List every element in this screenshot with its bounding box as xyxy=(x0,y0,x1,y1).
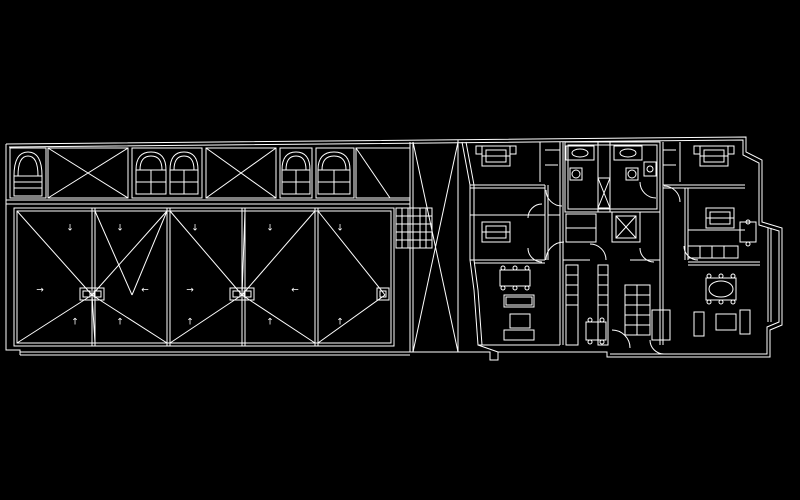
slope-arrow-icon: → xyxy=(36,286,44,296)
middle-passage xyxy=(396,140,458,352)
building-outline xyxy=(6,137,782,360)
slope-arrow-icon: ↓ xyxy=(336,224,344,234)
slope-arrow-icon: ↓ xyxy=(66,224,74,234)
slope-arrow-icon: → xyxy=(186,286,194,296)
slope-arrow-icon: ↑ xyxy=(116,318,124,328)
slope-arrow-icon: ↓ xyxy=(191,224,199,234)
floor-plan: ↓ ↓ ↓ ↓ ↓ → ← → ← ↑ ↑ ↑ ↑ ↑ xyxy=(6,137,782,360)
roof-terrace-section xyxy=(6,148,410,346)
slope-arrow-icon: ↑ xyxy=(266,318,274,328)
slope-arrow-icon: ↑ xyxy=(71,318,79,328)
slope-arrow-icon: ↓ xyxy=(266,224,274,234)
slope-arrow-icon: ↑ xyxy=(336,318,344,328)
slope-arrow-icon: ← xyxy=(141,286,149,296)
slope-arrow-icon: ↓ xyxy=(116,224,124,234)
slope-arrow-icon: ↑ xyxy=(186,318,194,328)
roof-slope-arrows: ↓ ↓ ↓ ↓ ↓ → ← → ← ↑ ↑ ↑ ↑ ↑ xyxy=(36,224,344,328)
apartments-section xyxy=(462,142,771,354)
slope-arrow-icon: ← xyxy=(291,286,299,296)
